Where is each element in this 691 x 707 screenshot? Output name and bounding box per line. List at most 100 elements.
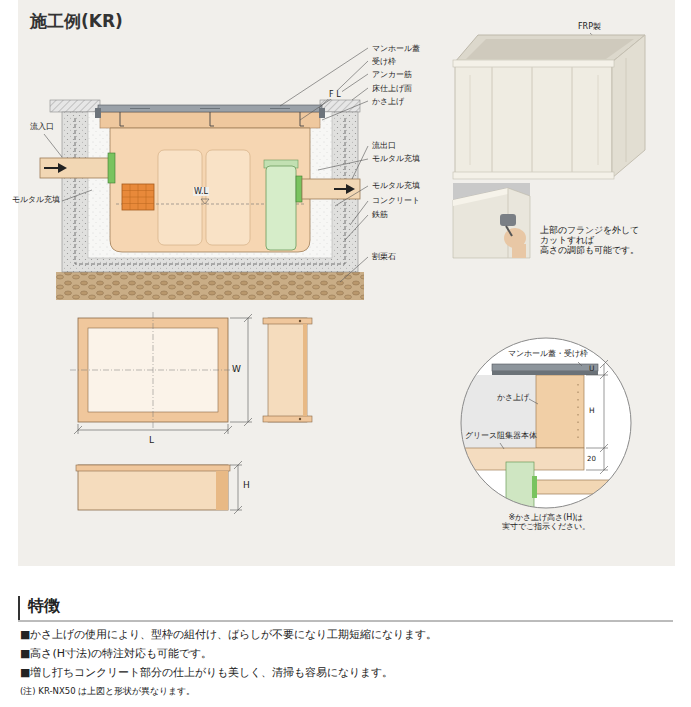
dimension: L [149, 435, 154, 445]
section-rule [18, 596, 20, 620]
leader-lines [62, 190, 92, 201]
frp-box-photo [453, 35, 645, 179]
cross-section [158, 150, 202, 245]
part-label: マンホール蓋 [372, 44, 420, 53]
level-mark: F L [328, 90, 342, 99]
part-label: マンホール蓋・受け枠 [508, 350, 588, 359]
detail-circle [455, 338, 631, 512]
section-heading: 特徴 [28, 597, 60, 615]
part-label: 割栗石 [372, 252, 396, 261]
detail-note: ※かさ上げ高さ(H)は 実寸でご指示ください。 [496, 513, 596, 531]
front-view [78, 465, 228, 510]
cross-section [50, 100, 100, 112]
section-rule [18, 621, 673, 622]
page-title: 施工例(KR) [30, 12, 123, 32]
dimension: U [589, 365, 595, 374]
dimension: H [243, 480, 250, 490]
part-label: 床仕上げ面 [372, 84, 412, 93]
cross-section [206, 150, 250, 245]
cut-photo [500, 214, 516, 226]
cross-section [100, 112, 320, 128]
frp-box-photo [453, 172, 614, 179]
cut-photo [453, 183, 530, 258]
feature-item: ■かさ上げの使用により、型枠の組付け、ばらしが不要になり工期短縮になります。 [20, 629, 437, 642]
part-label: コンクリート [372, 196, 420, 205]
cross-section [56, 272, 364, 300]
leader-lines [318, 159, 368, 170]
leader-lines [352, 88, 368, 100]
detail-circle [578, 384, 579, 442]
leader-lines [340, 257, 368, 282]
cross-section [266, 166, 296, 250]
leader-lines [350, 201, 368, 225]
side-view [299, 418, 301, 420]
detail-circle [534, 480, 624, 494]
detail-circle [492, 364, 598, 371]
cross-section [122, 184, 154, 210]
cross-section [201, 199, 209, 204]
front-view [76, 465, 230, 471]
cross-section [88, 112, 332, 258]
cut-photo [453, 188, 530, 258]
cross-section [58, 163, 67, 173]
cross-section [320, 100, 360, 112]
part-label: アンカー筋 [372, 70, 412, 79]
front-view [216, 471, 228, 510]
plan-view [70, 312, 252, 434]
cut-photo [453, 188, 508, 206]
plan-view [70, 312, 236, 428]
dimension: 20 [587, 455, 596, 463]
leader-lines [335, 186, 368, 206]
detail-circle [506, 462, 534, 512]
side-view [268, 318, 307, 422]
cut-photo [512, 244, 526, 258]
cross-section [110, 128, 310, 252]
part-label: モルタル充填 [372, 154, 420, 163]
detail-circle [586, 360, 608, 474]
cross-section [334, 188, 348, 190]
detail-circle [492, 371, 598, 375]
cross-section [296, 176, 302, 202]
cross-section [40, 100, 364, 300]
side-view [303, 324, 307, 416]
frp-box-photo [470, 75, 598, 165]
dimension: W [232, 364, 241, 374]
detail-circle [532, 476, 537, 498]
frp-box-photo [455, 62, 612, 178]
footnote: (注) KR-NX50 は上図と形状が異なります。 [20, 687, 195, 697]
leader-lines [352, 146, 368, 179]
side-view [263, 318, 312, 324]
part-label: 流入口 [30, 122, 54, 131]
frp-box-photo [612, 35, 645, 178]
side-view [263, 416, 312, 422]
plan-view [74, 424, 232, 434]
cross-section [108, 153, 115, 183]
upper-panel [18, 0, 675, 566]
detail-circle [461, 338, 631, 508]
detail-circle [536, 375, 584, 448]
cut-photo [506, 226, 512, 236]
part-label: 鉄筋 [372, 210, 388, 219]
section-rule [18, 596, 673, 621]
frp-box-photo [466, 39, 634, 59]
side-view [299, 320, 301, 322]
cut-photo [453, 183, 530, 258]
frp-box-photo [453, 60, 614, 67]
cross-section [346, 184, 355, 194]
part-label: 受け枠 [372, 57, 396, 66]
cross-section [98, 105, 322, 112]
front-view [230, 461, 242, 514]
plan-view [230, 314, 252, 426]
part-label: 流出口 [372, 141, 396, 150]
photo-note: 上部のフランジを外して カットすれば 高さの調節も可能です。 [540, 226, 644, 255]
cross-section [40, 158, 112, 178]
water-level: W.L [193, 187, 209, 196]
cross-section [319, 108, 325, 118]
detail-circle [455, 375, 536, 448]
part-label: かさ上げ [497, 394, 529, 403]
feature-item: ■高さ(H寸法)の特注対応も可能です。 [20, 648, 212, 661]
upper-panel [18, 0, 675, 566]
cross-section [120, 112, 304, 126]
part-label: かさ上げ [372, 97, 404, 106]
